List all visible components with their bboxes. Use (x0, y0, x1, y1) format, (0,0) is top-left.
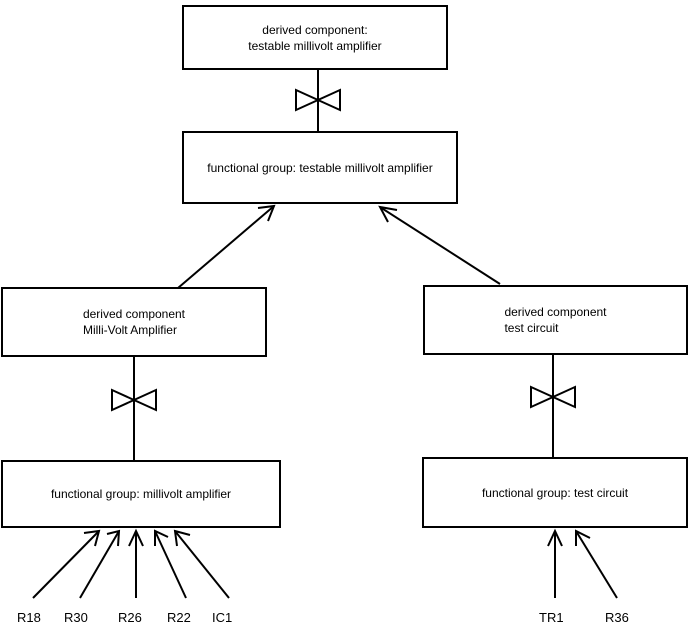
connector-r26 (128, 528, 144, 598)
connector-left-bowtie (111, 357, 157, 460)
leaf-label-r36[interactable]: R36 (605, 610, 629, 625)
leaf-label-r30[interactable]: R30 (64, 610, 88, 625)
connector-tr1 (547, 528, 563, 598)
connector-r30 (79, 529, 121, 599)
leaf-label-r26[interactable]: R26 (118, 610, 142, 625)
connector-right-bowtie (530, 355, 576, 457)
node-functional-group-testable-millivolt-amplifier[interactable]: functional group: testable millivolt amp… (182, 131, 458, 204)
leaf-label-ic1[interactable]: IC1 (212, 610, 233, 625)
node-derived-testable-millivolt-amplifier[interactable]: derived component: testable millivolt am… (182, 5, 448, 70)
node-label: functional group: testable millivolt amp… (207, 160, 433, 175)
connector-top-bowtie (295, 70, 341, 131)
leaf-label-r22[interactable]: R22 (167, 610, 191, 625)
connector-ic1 (173, 529, 230, 599)
node-functional-group-test-circuit[interactable]: functional group: test circuit (422, 457, 688, 528)
leaf-label-r18[interactable]: R18 (17, 610, 41, 625)
node-label: functional group: test circuit (481, 485, 629, 500)
node-label: functional group: millivolt amplifier (50, 487, 232, 501)
connector-r18 (32, 529, 101, 599)
connector-r36 (575, 529, 618, 599)
connector-mva-to-fg-testable (177, 204, 276, 289)
node-functional-group-millivolt-amplifier[interactable]: functional group: millivolt amplifier (1, 460, 281, 528)
connector-r22 (154, 529, 187, 599)
node-label: derived component: testable millivolt am… (248, 22, 382, 53)
leaf-label-tr1[interactable]: TR1 (539, 610, 564, 625)
connector-tc-to-fg-testable (378, 205, 501, 285)
